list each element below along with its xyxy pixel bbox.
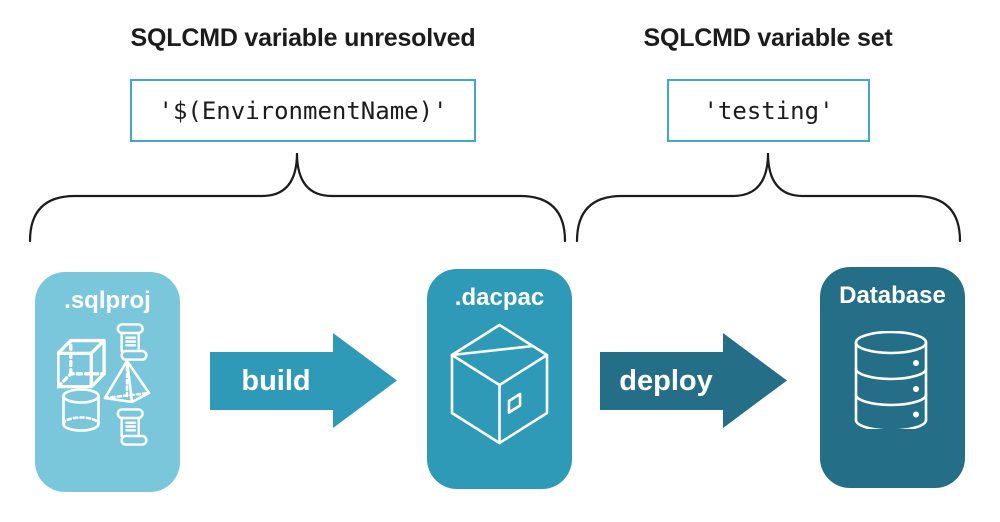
db-dot xyxy=(913,360,919,366)
dacpac-card: .dacpac xyxy=(427,269,572,489)
code-testing-value: 'testing' xyxy=(703,96,834,125)
pyramid-icon xyxy=(103,359,151,404)
scroll-icon xyxy=(116,323,148,361)
codebox-environment-variable: '$(EnvironmentName)' xyxy=(130,79,476,142)
codebox-testing-value: 'testing' xyxy=(667,79,870,142)
heading-sqlcmd-unresolved: SQLCMD variable unresolved xyxy=(130,24,476,52)
build-arrow: build xyxy=(210,333,398,428)
deploy-arrow-shape xyxy=(600,333,787,428)
build-arrow-label: build xyxy=(241,364,311,397)
database-cylinder-icon xyxy=(854,331,928,429)
scroll-icon xyxy=(116,408,148,446)
sqlproj-objects-icons xyxy=(57,323,151,446)
right-brace xyxy=(575,152,962,243)
database-card-label: Database xyxy=(839,282,946,309)
code-environment-variable: '$(EnvironmentName)' xyxy=(158,96,448,125)
heading-sqlcmd-set: SQLCMD variable set xyxy=(643,24,893,52)
db-dot xyxy=(913,386,919,392)
sqlproj-card: .sqlproj xyxy=(35,272,180,492)
db-dot xyxy=(913,411,919,418)
box-label-tag xyxy=(507,392,522,414)
database-card: Database xyxy=(820,267,965,488)
box-lid-seam xyxy=(450,344,535,357)
dacpac-card-label: .dacpac xyxy=(454,284,545,311)
sqlproj-card-label: .sqlproj xyxy=(64,287,151,314)
build-arrow-shape xyxy=(210,333,397,428)
left-brace xyxy=(28,152,567,243)
cylinder-icon xyxy=(62,388,100,432)
cube-icon xyxy=(57,338,106,389)
deploy-arrow-label: deploy xyxy=(619,364,713,397)
deploy-arrow: deploy xyxy=(600,333,788,428)
package-box-icon xyxy=(450,323,549,445)
